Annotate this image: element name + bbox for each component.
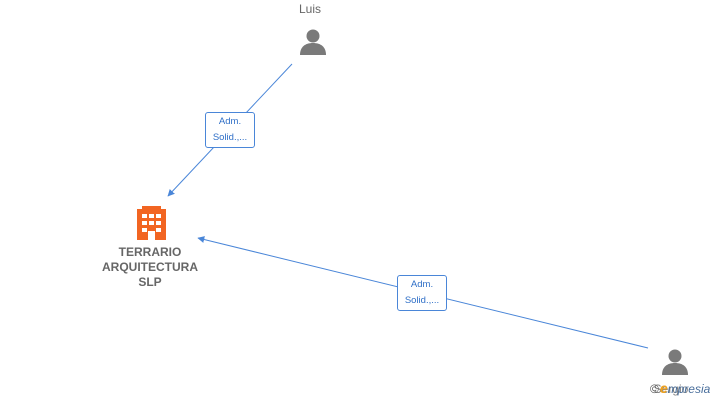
person-name-top[interactable]: Luis	[298, 2, 321, 16]
edge-label-top-line-1: Adm.	[218, 116, 242, 127]
person-icon[interactable]	[300, 29, 326, 56]
empresia-watermark: ©empresia	[650, 380, 710, 396]
edge-label-bottom[interactable]: Adm. Solid.,...	[397, 275, 447, 311]
copyright-symbol: ©	[650, 382, 659, 396]
brand-name: mpresia	[667, 382, 711, 396]
brand-e-letter: e	[659, 380, 668, 396]
company-name-line-2: ARQUITECTURA	[102, 260, 198, 274]
edge-label-top[interactable]: Adm. Solid.,...	[205, 112, 255, 148]
building-icon[interactable]	[137, 206, 166, 240]
edge-label-bottom-line-2: Solid.,...	[404, 295, 440, 306]
edge-label-bottom-line-1: Adm.	[410, 279, 434, 290]
edge-label-top-line-2: Solid.,...	[212, 132, 248, 143]
company-name[interactable]: TERRARIO ARQUITECTURA SLP	[90, 245, 210, 290]
company-name-line-3: SLP	[138, 275, 162, 289]
person-name-bottom[interactable]: Sergio	[653, 382, 689, 396]
company-name-line-1: TERRARIO	[118, 245, 182, 259]
person-icon[interactable]	[662, 349, 688, 376]
